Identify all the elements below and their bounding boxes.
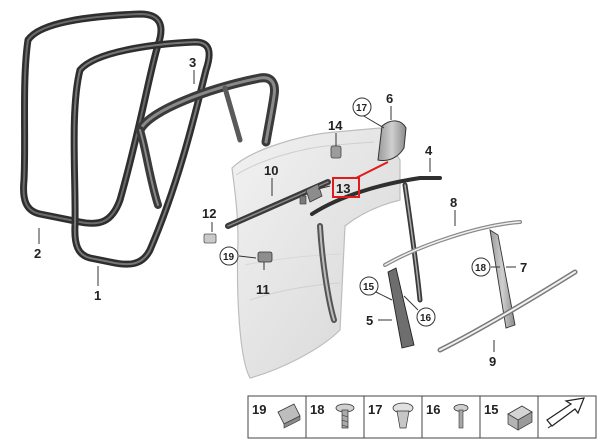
legend-cell-17 bbox=[363, 395, 423, 439]
label-part-11[interactable]: 11 bbox=[256, 282, 270, 297]
clip-part-14 bbox=[330, 145, 342, 159]
label-part-18[interactable]: 18 bbox=[475, 263, 487, 274]
door-seal-inner bbox=[70, 38, 213, 268]
legend-strip: 19 18 17 16 15 bbox=[247, 395, 597, 439]
callout-circle-17 bbox=[352, 97, 372, 117]
door-panel bbox=[231, 127, 401, 379]
label-part-8[interactable]: 8 bbox=[450, 195, 457, 210]
label-part-2[interactable]: 2 bbox=[34, 246, 41, 261]
corner-cover-part-6 bbox=[377, 120, 407, 161]
callout-circle-19 bbox=[219, 246, 239, 266]
callout-circle-16 bbox=[416, 307, 436, 327]
bolt-icon bbox=[453, 404, 469, 429]
nut-clip-icon bbox=[507, 405, 533, 431]
direction-arrow-icon bbox=[546, 397, 585, 429]
clip-icon bbox=[277, 403, 301, 429]
label-part-7[interactable]: 7 bbox=[520, 260, 527, 275]
legend-label-19: 19 bbox=[252, 402, 266, 417]
screw-icon bbox=[335, 403, 355, 429]
leader-lines bbox=[38, 70, 516, 352]
label-part-4[interactable]: 4 bbox=[425, 143, 433, 158]
door-seal-outer bbox=[20, 10, 165, 227]
label-part-5[interactable]: 5 bbox=[366, 313, 373, 328]
label-part-9[interactable]: 9 bbox=[489, 354, 496, 369]
label-part-15[interactable]: 15 bbox=[363, 282, 375, 293]
label-part-13[interactable]: 13 bbox=[336, 181, 350, 196]
label-part-6[interactable]: 6 bbox=[386, 91, 393, 106]
legend-label-16: 16 bbox=[426, 402, 440, 417]
window-frame-seal bbox=[135, 73, 279, 209]
label-part-17[interactable]: 17 bbox=[356, 103, 368, 114]
pillar-cover-part-5 bbox=[387, 267, 415, 349]
chrome-strip-part-8 bbox=[383, 220, 522, 267]
highlight-13 bbox=[332, 161, 389, 198]
legend-label-18: 18 bbox=[310, 402, 324, 417]
legend-cell-18 bbox=[305, 395, 365, 439]
label-part-14[interactable]: 14 bbox=[328, 118, 343, 133]
legend-label-15: 15 bbox=[484, 402, 498, 417]
rivet-icon bbox=[392, 402, 414, 429]
label-part-19[interactable]: 19 bbox=[223, 252, 235, 263]
label-part-10[interactable]: 10 bbox=[264, 163, 278, 178]
window-channel-part-4 bbox=[310, 176, 442, 323]
label-part-3[interactable]: 3 bbox=[189, 55, 196, 70]
legend-cell-16 bbox=[421, 395, 481, 439]
legend-cell-arrow bbox=[537, 395, 597, 439]
label-part-1[interactable]: 1 bbox=[94, 288, 101, 303]
label-part-12[interactable]: 12 bbox=[202, 206, 216, 221]
label-part-16[interactable]: 16 bbox=[420, 313, 432, 324]
callout-circle-18 bbox=[471, 257, 491, 277]
legend-label-17: 17 bbox=[368, 402, 382, 417]
handle-cover-part-11 bbox=[257, 251, 273, 263]
callout-circle-15 bbox=[359, 276, 379, 296]
chrome-strip-part-9 bbox=[437, 269, 578, 353]
clip-part-12 bbox=[203, 233, 217, 244]
pillar-trim-part-7 bbox=[489, 229, 516, 329]
